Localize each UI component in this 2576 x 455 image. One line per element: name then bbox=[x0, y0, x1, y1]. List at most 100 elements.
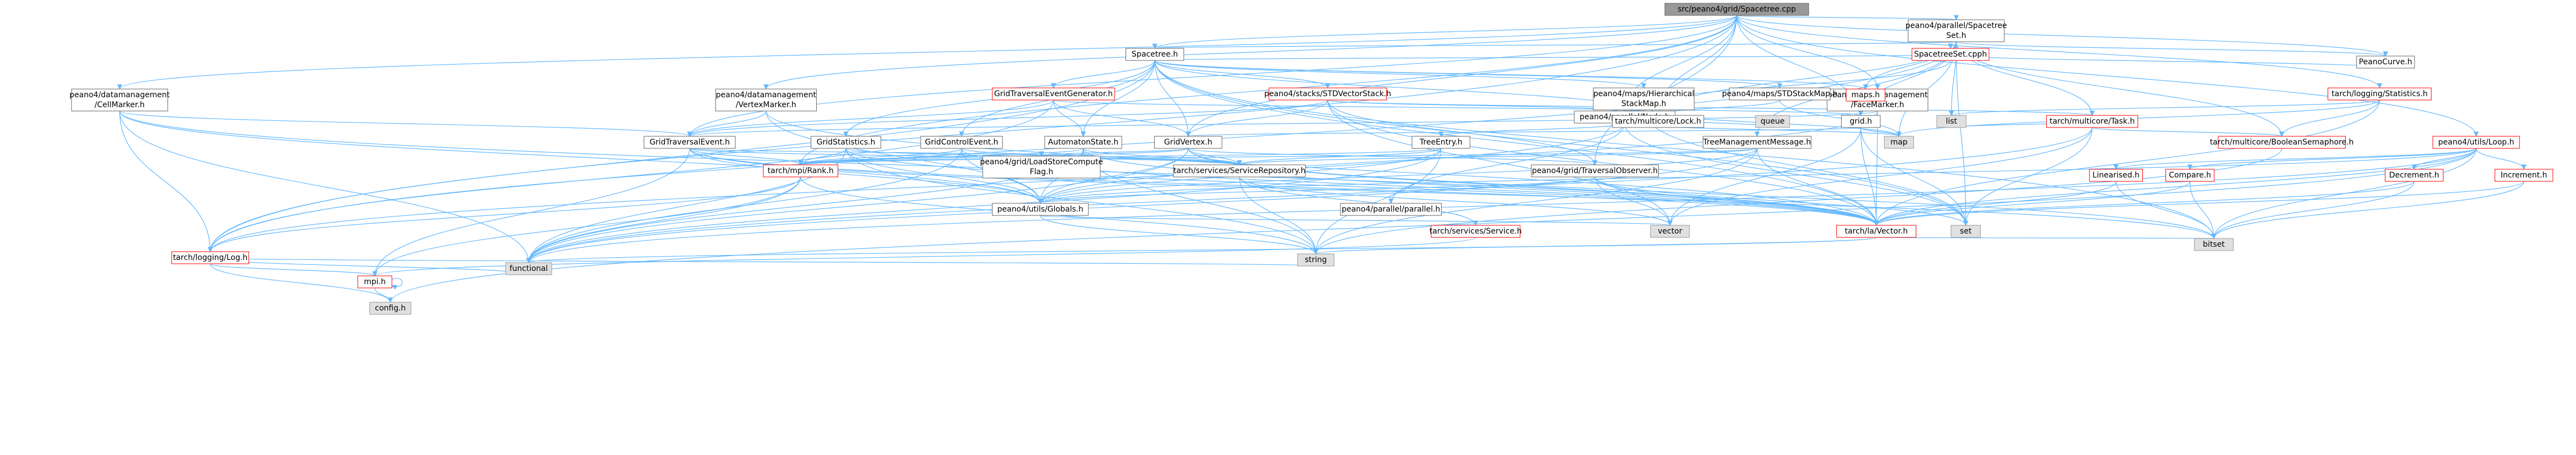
node-box bbox=[71, 88, 168, 112]
node-gridctrl[interactable]: GridControlEvent.h bbox=[920, 136, 1003, 149]
edge-gridctrl-to-rank_h bbox=[798, 148, 962, 165]
node-label: Decrement.h bbox=[2389, 171, 2439, 180]
node-functional[interactable]: functional bbox=[505, 262, 552, 275]
edge-treemgmt-to-rank_h bbox=[798, 148, 1758, 165]
node-loop_h[interactable]: peano4/utils/Loop.h bbox=[2433, 136, 2520, 149]
node-label: tarch/logging/Statistics.h bbox=[2331, 90, 2428, 98]
node-peanocurve[interactable]: PeanoCurve.h bbox=[2356, 56, 2415, 69]
edge-spacetree_h-to-automaton bbox=[1081, 60, 1155, 137]
node-label: set bbox=[1960, 227, 1972, 236]
node-vertexmarker[interactable]: peano4/datamanagement/VertexMarker.h bbox=[715, 88, 817, 112]
node-boolsem[interactable]: tarch/multicore/BooleanSemaphore.h bbox=[2210, 136, 2354, 149]
node-label: maps.h bbox=[1852, 91, 1880, 99]
edge-root-to-vertexmarker bbox=[763, 15, 1737, 90]
node-tarch_log[interactable]: tarch/logging/Log.h bbox=[171, 251, 250, 264]
edge-travobs-to-set bbox=[1594, 176, 1969, 226]
node-linearised[interactable]: Linearised.h bbox=[2089, 169, 2143, 182]
node-gtegen[interactable]: GridTraversalEventGenerator.h bbox=[991, 87, 1115, 101]
node-vector[interactable]: vector bbox=[1650, 225, 1690, 238]
node-label: peano4/utils/Globals.h bbox=[998, 205, 1084, 214]
node-box bbox=[1044, 136, 1122, 149]
edge-travobs-to-globals bbox=[1038, 176, 1596, 204]
node-automaton[interactable]: AutomatonState.h bbox=[1044, 136, 1122, 149]
node-spacetree_h[interactable]: Spacetree.h bbox=[1125, 48, 1184, 61]
node-service_h[interactable]: tarch/services/Service.h bbox=[1430, 225, 1522, 238]
node-tarch_stats[interactable]: tarch/logging/Statistics.h bbox=[2328, 87, 2432, 101]
node-label: TreeEntry.h bbox=[1419, 138, 1462, 147]
node-box bbox=[1846, 88, 1886, 102]
node-tarch_task[interactable]: tarch/multicore/Task.h bbox=[2046, 115, 2139, 128]
node-label: tarch/multicore/Lock.h bbox=[1615, 117, 1701, 126]
node-stdvecstack[interactable]: peano4/stacks/STDVectorStack.h bbox=[1264, 87, 1391, 101]
node-box bbox=[644, 136, 736, 149]
node-label: map bbox=[1891, 138, 1908, 147]
node-label: peano4/maps/Hierarchical bbox=[1593, 90, 1694, 98]
dependency-nodes: src/peano4/grid/Spacetree.cpp peano4/para… bbox=[69, 3, 2553, 315]
node-box bbox=[1612, 115, 1704, 128]
node-box bbox=[2165, 169, 2215, 182]
node-gridstats[interactable]: GridStatistics.h bbox=[811, 136, 882, 149]
node-box bbox=[1841, 115, 1881, 128]
edge-rank_h-to-tarch_log bbox=[207, 176, 801, 252]
edge-vertexmarker-to-gridtravevent bbox=[687, 110, 767, 137]
edge-pnode-to-tarch_log bbox=[207, 123, 1625, 252]
edge-facemarker-to-tarch_vector bbox=[1874, 110, 1879, 226]
node-gridtravevent[interactable]: GridTraversalEvent.h bbox=[644, 136, 736, 149]
edge-cellmarker-to-gridtravevent bbox=[119, 110, 693, 137]
node-travobs[interactable]: peano4/grid/TraversalObserver.h bbox=[1531, 164, 1659, 177]
node-compare_h[interactable]: Compare.h bbox=[2165, 169, 2215, 182]
node-root[interactable]: src/peano4/grid/Spacetree.cpp bbox=[1664, 3, 1809, 16]
node-box bbox=[171, 251, 250, 264]
node-treeentry[interactable]: TreeEntry.h bbox=[1411, 136, 1471, 149]
edge-decrement-to-bitset bbox=[2211, 181, 2415, 239]
node-box bbox=[1431, 225, 1521, 238]
node-decrement[interactable]: Decrement.h bbox=[2385, 169, 2444, 182]
edge-tarch_stats-to-list bbox=[1949, 99, 2380, 116]
node-stset_cpph[interactable]: SpacetreeSet.cpph bbox=[1912, 48, 1990, 61]
edge-root-to-pst_set bbox=[1736, 14, 1959, 20]
edge-cellmarker-to-functional bbox=[119, 110, 531, 263]
edge-root-to-cellmarker bbox=[117, 15, 1737, 90]
node-label: Linearised.h bbox=[2092, 171, 2140, 180]
node-pst_set[interactable]: peano4/parallel/SpacetreeSet.h bbox=[1905, 19, 2007, 42]
node-label: vector bbox=[1658, 227, 1682, 236]
node-bitset[interactable]: bitset bbox=[2194, 238, 2234, 251]
node-servrepo[interactable]: tarch/services/ServiceRepository.h bbox=[1173, 164, 1306, 177]
edge-gridvertex-to-functional bbox=[526, 148, 1189, 263]
node-list[interactable]: list bbox=[1936, 115, 1966, 128]
node-box bbox=[2494, 169, 2553, 182]
node-treemgmt[interactable]: TreeManagementMessage.h bbox=[1703, 136, 1811, 149]
node-parallel_h[interactable]: peano4/parallel/parallel.h bbox=[1340, 203, 1442, 216]
node-tarch_lock[interactable]: tarch/multicore/Lock.h bbox=[1612, 115, 1704, 128]
node-label: GridStatistics.h bbox=[817, 138, 876, 147]
node-globals[interactable]: peano4/utils/Globals.h bbox=[991, 203, 1089, 216]
node-queue[interactable]: queue bbox=[1755, 115, 1790, 128]
edge-treemgmt-to-string bbox=[1313, 148, 1758, 254]
node-set[interactable]: set bbox=[1951, 225, 1981, 238]
node-map[interactable]: map bbox=[1883, 136, 1914, 149]
node-grid_h[interactable]: grid.h bbox=[1841, 115, 1881, 128]
node-maps_h[interactable]: maps.h bbox=[1846, 88, 1886, 102]
edge-facemarker-to-gridtravevent bbox=[687, 110, 1878, 137]
node-label: config.h bbox=[375, 304, 406, 313]
node-string[interactable]: string bbox=[1297, 253, 1334, 267]
edge-treemgmt-to-tarch_vector bbox=[1757, 148, 1879, 226]
node-gridvertex[interactable]: GridVertex.h bbox=[1154, 136, 1222, 149]
edge-loop_h-to-compare_h bbox=[2187, 148, 2477, 170]
node-mpi_h[interactable]: mpi.h bbox=[357, 275, 392, 288]
node-box bbox=[763, 164, 839, 177]
node-rank_h[interactable]: tarch/mpi/Rank.h bbox=[763, 164, 839, 177]
edge-stdvecstack-to-gridtravevent bbox=[687, 99, 1328, 137]
edge-gridstats-to-string bbox=[845, 148, 1319, 254]
node-cellmarker[interactable]: peano4/datamanagement/CellMarker.h bbox=[69, 88, 170, 112]
node-label: StackMap.h bbox=[1621, 99, 1666, 108]
node-increment[interactable]: Increment.h bbox=[2494, 169, 2553, 182]
node-config_h[interactable]: config.h bbox=[369, 302, 412, 315]
node-tarch_vector[interactable]: tarch/la/Vector.h bbox=[1836, 225, 1916, 238]
node-stdstackmap[interactable]: peano4/maps/STDStackMap.h bbox=[1722, 87, 1837, 101]
edge-tarch_vector-to-bitset bbox=[1876, 233, 2214, 239]
edge-spacetree_h-to-tarch_vector bbox=[1154, 60, 1879, 226]
node-label: PeanoCurve.h bbox=[2359, 58, 2412, 66]
